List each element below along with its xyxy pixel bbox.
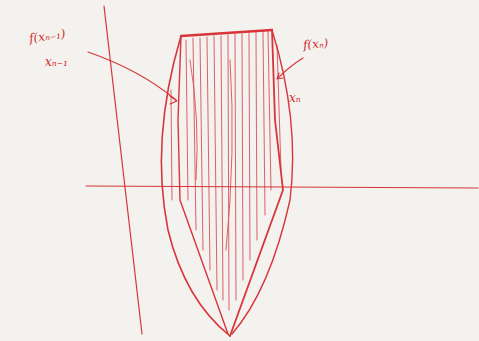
left-side (178, 36, 228, 334)
point-label: xₙ₋₁ (44, 56, 69, 69)
right-side (230, 30, 283, 336)
right-curve (232, 30, 293, 334)
top-edge (181, 30, 272, 36)
arrow-head (277, 73, 283, 79)
function-label: f(xₙ₋₁) (27, 27, 67, 45)
function-label: f(xₙ) (301, 37, 330, 53)
point-label: xₙ (288, 92, 302, 105)
left-curve (161, 36, 230, 336)
shading (171, 31, 281, 310)
y-axis (104, 6, 142, 334)
leader-line (88, 52, 176, 100)
arrow-head (170, 96, 177, 104)
leader-line (278, 58, 303, 78)
